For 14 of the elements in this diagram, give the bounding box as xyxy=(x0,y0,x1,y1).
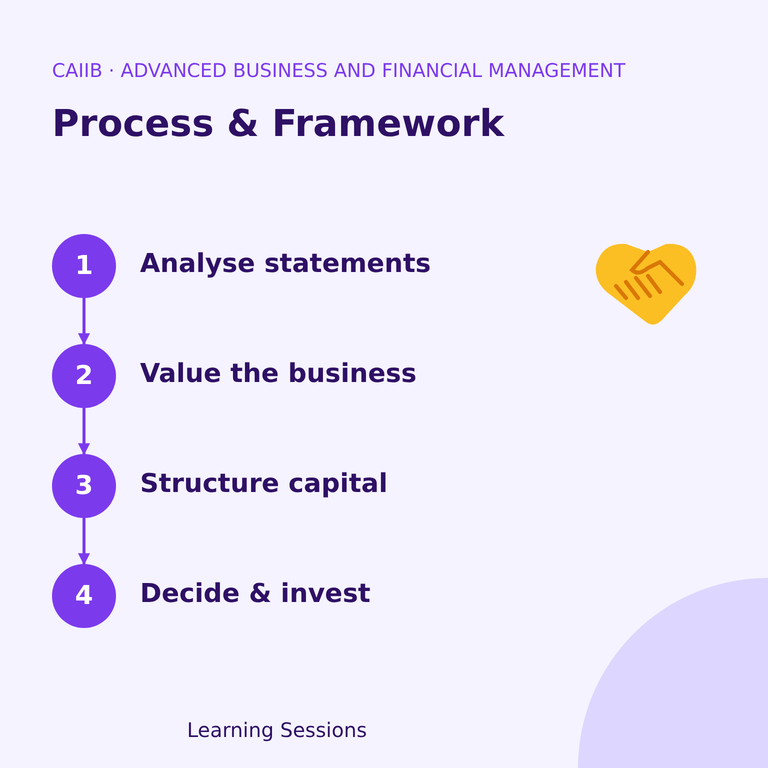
step-label: Analyse statements xyxy=(140,249,431,279)
title-text: Process & Framework xyxy=(52,102,504,145)
arrow xyxy=(78,408,90,456)
step-label: Value the business xyxy=(140,359,417,389)
step-circle: 3 xyxy=(52,454,116,518)
arrow xyxy=(78,518,90,566)
footer-text: Learning Sessions xyxy=(187,718,367,742)
subtitle-text: CAIIB · ADVANCED BUSINESS AND FINANCIAL MANAGEMENT xyxy=(52,60,626,82)
step-label: Structure capital xyxy=(140,469,388,499)
step-circle: 2 xyxy=(52,344,116,408)
arrow xyxy=(78,298,90,346)
step-circle: 1 xyxy=(52,234,116,298)
step-label: Decide & invest xyxy=(140,579,370,609)
step-circle: 4 xyxy=(52,564,116,628)
